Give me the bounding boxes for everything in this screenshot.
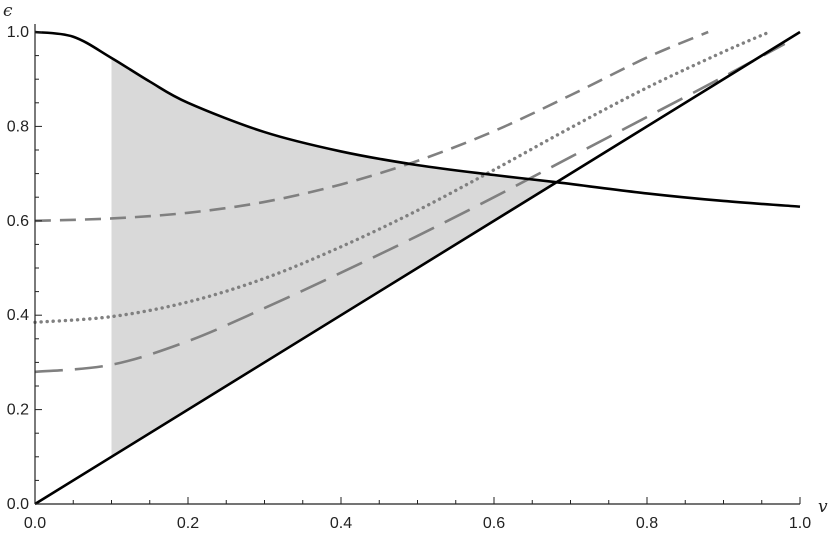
y-tick-label: 0.0 <box>7 496 29 513</box>
series-layer <box>33 30 801 506</box>
series-line-5-long-dashed <box>34 42 786 374</box>
x-tick-label: 0.2 <box>177 515 199 532</box>
x-tick-label: 0.4 <box>330 515 352 532</box>
y-axis-title: ϵ <box>3 1 13 21</box>
shaded-region-layer <box>111 57 556 457</box>
y-tick-label: 0.2 <box>7 402 29 419</box>
y-tick-label: 0.8 <box>7 118 29 135</box>
shaded-region <box>111 57 556 457</box>
series-line-4-dotted <box>33 30 772 324</box>
x-tick-label: 0.6 <box>483 515 505 532</box>
x-tick-label: 0.8 <box>636 515 658 532</box>
x-tick-label: 1.0 <box>789 515 811 532</box>
y-tick-label: 1.0 <box>7 24 29 41</box>
y-tick-label: 0.4 <box>7 307 29 324</box>
series-line-1-solid <box>34 30 801 208</box>
axes-layer: 0.0 0.2 0.4 0.6 0.8 1.0 0.0 0.2 0.4 0.6 0.8 1.0 <box>7 24 811 532</box>
series-line-3-dashed <box>34 30 709 223</box>
x-axis-title: v <box>818 497 828 517</box>
x-tick-label: 0.0 <box>24 515 46 532</box>
labels-layer: v ϵ <box>3 1 828 517</box>
series-line-2-solid <box>34 30 801 506</box>
y-tick-label: 0.6 <box>7 213 29 230</box>
